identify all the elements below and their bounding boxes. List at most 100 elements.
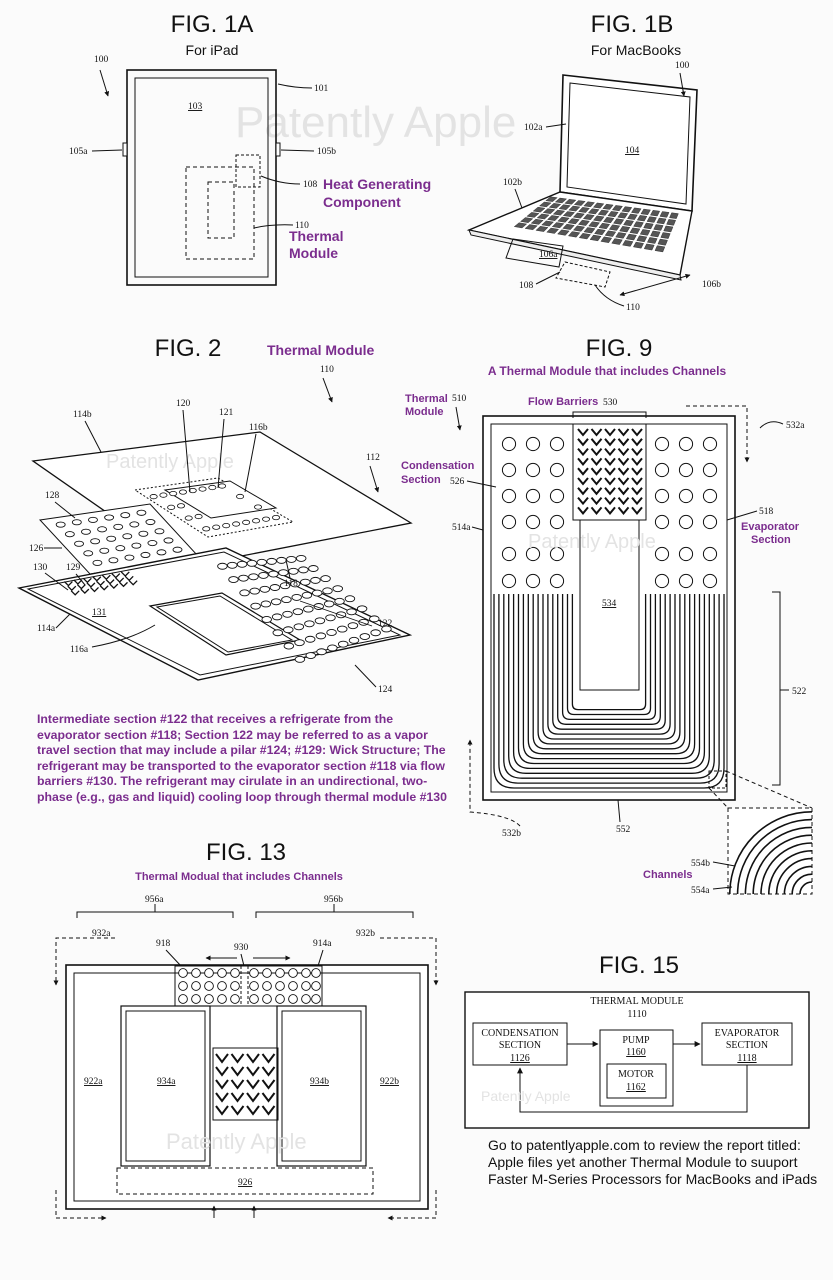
- pillar-dot: [238, 574, 249, 582]
- fig-1a-subtitle: For iPad: [186, 42, 239, 58]
- flow-barrier-chevron: [604, 447, 616, 457]
- keyboard-key: [602, 203, 614, 210]
- flow-barrier-chevron: [604, 467, 616, 476]
- pillar-dot: [147, 540, 158, 547]
- flow-barrier-chevron: [109, 583, 119, 589]
- flow-barrier-chevron: [631, 447, 643, 457]
- channels-detail-arcs: [729, 811, 813, 895]
- keyboard-key: [643, 222, 654, 230]
- pillar-dot: [270, 598, 282, 606]
- flow-barrier-chevron: [577, 496, 589, 506]
- pump-box: [599, 1029, 674, 1107]
- pillar-dot: [283, 626, 294, 634]
- ref-956b: 956b: [324, 895, 343, 905]
- condensation-pillar: [525, 514, 541, 530]
- channel-arc: [799, 881, 813, 895]
- pillar: [217, 981, 227, 991]
- label-module: Module: [289, 245, 338, 261]
- keyboard-key: [623, 219, 634, 227]
- keyboard-key: [639, 229, 651, 236]
- ref-104: 104: [625, 146, 640, 156]
- pillar-dot: [282, 610, 293, 618]
- pillar-dot: [300, 578, 311, 586]
- keyboard-key: [604, 230, 617, 237]
- ref-122: 122: [378, 619, 393, 629]
- pillar-dot: [232, 521, 241, 527]
- region-926: [116, 1167, 374, 1195]
- ref-105b: 105b: [317, 147, 336, 157]
- pillar-dot: [294, 639, 305, 647]
- pillar-dot: [268, 570, 279, 578]
- pillar-dot: [222, 523, 231, 529]
- flow-barrier-chevron: [631, 457, 643, 466]
- pillar: [230, 981, 240, 991]
- flow-barrier-chevron: [617, 487, 630, 496]
- pillar-dot: [202, 526, 211, 532]
- flow-barrier-chevron: [115, 577, 125, 583]
- ref-121: 121: [219, 408, 234, 418]
- pillar-dot: [304, 620, 315, 628]
- keyboard-key: [587, 208, 600, 215]
- keyboard-key: [572, 212, 585, 219]
- flow-barrier-chevron: [215, 1066, 229, 1077]
- bottom-plate-114a: [16, 547, 413, 681]
- ref-118: 118: [284, 579, 298, 589]
- heat-generating-component: [235, 154, 261, 188]
- evaporator-channel: [537, 594, 681, 745]
- flow-barrier-chevron: [230, 1092, 245, 1103]
- pillar-dot: [163, 537, 174, 544]
- flow-barrier-chevron: [604, 457, 616, 466]
- ref-530: 530: [603, 398, 618, 408]
- flow-barrier-chevron: [590, 428, 603, 437]
- flow-barrier-chevron: [261, 1066, 276, 1077]
- ref-114a: 114a: [37, 624, 56, 634]
- flow-barrier-chevron: [577, 447, 589, 457]
- pillar-dot: [279, 582, 291, 590]
- keyboard-key: [562, 211, 575, 217]
- pillar-dot: [156, 549, 167, 556]
- label-component: Component: [323, 194, 401, 210]
- keyboard-key: [542, 208, 556, 214]
- condensation-pillar: [501, 573, 517, 589]
- keyboard-key: [520, 217, 534, 223]
- pillar-dot: [120, 512, 131, 519]
- flow-barrier-chevron: [590, 457, 603, 466]
- flow-barrier-chevron: [617, 428, 630, 437]
- keyboard-key: [548, 203, 562, 209]
- pillar-dot: [347, 622, 359, 630]
- flow-barrier-chevron: [63, 581, 73, 587]
- condensation-pillar: [549, 488, 565, 504]
- ref-110-b: 110: [626, 303, 640, 313]
- keyboard-key: [615, 232, 627, 239]
- pillar-dot: [272, 514, 281, 521]
- keyboard-key: [600, 236, 613, 243]
- keyboard-key: [538, 201, 552, 208]
- keyboard-key: [568, 231, 581, 238]
- thermal-module-inner: [207, 181, 235, 239]
- condensation-pillar: [549, 462, 565, 478]
- pillar-dot: [305, 652, 316, 660]
- flow-barrier-chevron: [590, 496, 603, 506]
- channel-arc: [783, 865, 813, 895]
- keyboard-key: [551, 222, 565, 229]
- keyboard-key: [621, 206, 633, 213]
- keyboard-key: [594, 228, 606, 236]
- pillar-dot: [346, 608, 357, 616]
- fig-2-title: FIG. 2: [155, 335, 222, 362]
- pillar: [275, 968, 285, 978]
- keyboard-key: [532, 206, 546, 213]
- pillar-dot: [316, 648, 327, 656]
- pillar-dot: [276, 556, 287, 564]
- flow-barrier-chevron: [105, 579, 115, 585]
- pillars-128: [55, 509, 183, 566]
- flow-barrier-chevron: [99, 585, 109, 591]
- motor-label: MOTOR: [618, 1069, 654, 1080]
- keyboard-key: [589, 234, 602, 242]
- pillar-dot: [249, 587, 260, 595]
- fig13-inner-frame: [73, 972, 421, 1202]
- ref-922a: 922a: [84, 1077, 103, 1087]
- pillar-dot: [159, 492, 168, 498]
- ref-126: 126: [29, 544, 44, 554]
- pillar-dot: [336, 625, 348, 633]
- flow-barrier-chevron: [261, 1092, 276, 1103]
